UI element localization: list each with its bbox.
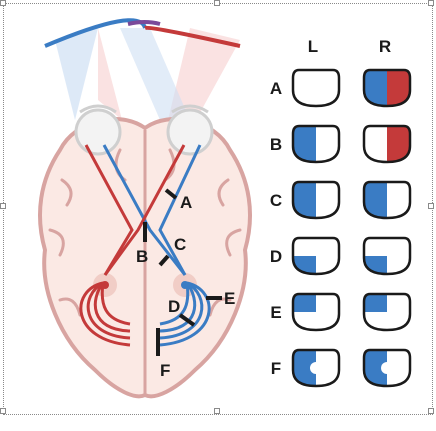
resize-handle-br[interactable] xyxy=(428,408,434,414)
optic-pathways xyxy=(79,144,211,347)
lesion-mark-c xyxy=(158,254,170,267)
lesion-label-f: F xyxy=(160,361,170,380)
field-d-left xyxy=(291,236,341,276)
resize-handle-top[interactable] xyxy=(214,0,220,6)
resize-handle-tl[interactable] xyxy=(0,0,6,6)
row-label-d: D xyxy=(270,247,282,266)
column-header-right: R xyxy=(379,37,391,56)
rows: A B C D E F xyxy=(270,68,412,388)
resize-handle-tr[interactable] xyxy=(428,0,434,6)
left-eye xyxy=(74,104,122,156)
field-c-left xyxy=(291,180,341,220)
field-f-left xyxy=(291,348,341,388)
row-label-a: A xyxy=(270,79,282,98)
field-d-right xyxy=(362,236,412,276)
field-e-right xyxy=(362,292,412,332)
lesion-labels: A B C D E F xyxy=(136,193,235,380)
row-label-e: E xyxy=(270,303,281,322)
field-b-left xyxy=(291,124,341,164)
right-field-cone-2 xyxy=(168,28,240,120)
left-arc xyxy=(44,18,147,48)
field-e-left xyxy=(291,292,341,332)
lesion-mark-d xyxy=(178,313,196,327)
left-eye-temporal-red xyxy=(84,144,134,276)
row-label-b: B xyxy=(270,135,282,154)
right-eye xyxy=(166,104,214,156)
lesion-label-c: C xyxy=(174,235,186,254)
overlap-arc xyxy=(127,20,161,26)
lesion-label-a: A xyxy=(180,193,192,212)
lesion-label-b: B xyxy=(136,247,148,266)
brain xyxy=(38,117,252,399)
column-header-left: L xyxy=(308,37,318,56)
lesion-label-d: D xyxy=(168,297,180,316)
field-f-right xyxy=(362,348,412,388)
lesion-marks xyxy=(143,188,222,356)
field-a-right xyxy=(362,68,412,108)
lesion-mark-a xyxy=(164,188,178,200)
right-eye-nasal-red xyxy=(103,144,186,276)
resize-handle-bl[interactable] xyxy=(0,408,6,414)
right-eye-temporal-blue xyxy=(158,144,202,276)
right-field-cone xyxy=(98,28,122,120)
resize-handle-bottom[interactable] xyxy=(214,408,220,414)
row-label-f: F xyxy=(271,359,281,378)
row-label-c: C xyxy=(270,191,282,210)
field-b-right xyxy=(362,124,412,164)
resize-handle-right[interactable] xyxy=(428,203,434,209)
right-arc xyxy=(144,25,241,48)
field-deficit-table: L R A B C D E F xyxy=(270,37,412,388)
lesion-label-e: E xyxy=(224,289,235,308)
field-a-left xyxy=(291,68,341,108)
visual-field xyxy=(44,18,241,120)
field-c-right xyxy=(362,180,412,220)
left-eye-nasal-blue xyxy=(102,144,187,276)
left-field-cone xyxy=(55,28,98,120)
resize-handle-left[interactable] xyxy=(0,203,6,209)
center-field-cone xyxy=(120,28,190,120)
